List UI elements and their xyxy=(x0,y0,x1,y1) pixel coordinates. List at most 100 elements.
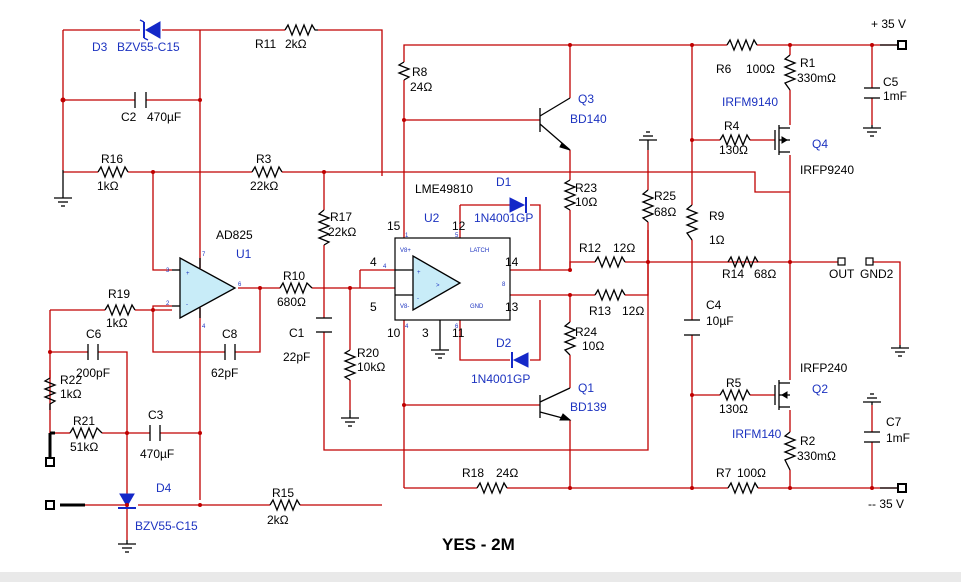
u2-pin-4b: 4 xyxy=(405,324,409,330)
r16-ref: R16 xyxy=(101,152,123,166)
u2-plus: + xyxy=(417,270,421,276)
terminal-out[interactable] xyxy=(837,257,846,266)
r18-ref: R18 xyxy=(462,466,484,480)
u2-pin-12: 12 xyxy=(452,219,466,233)
u1-part: AD825 xyxy=(216,228,253,242)
out-label: OUT xyxy=(829,267,855,281)
capacitor-c2 xyxy=(134,92,147,108)
r1-ref: R1 xyxy=(800,56,816,70)
terminal-neg-supply[interactable] xyxy=(880,483,907,493)
q1-value: BD139 xyxy=(570,400,607,414)
diodes xyxy=(118,19,529,509)
transistor-q3 xyxy=(539,97,571,151)
r7-value: 100Ω xyxy=(737,466,766,480)
r3-ref: R3 xyxy=(256,152,272,166)
capacitor-c3 xyxy=(149,425,161,441)
q2-mosfet-type: IRFP240 xyxy=(800,361,848,375)
c8-value: 62pF xyxy=(211,366,238,380)
u1-pin-4: 4 xyxy=(202,324,206,330)
r22-ref: R22 xyxy=(60,373,82,387)
d1-ref: D1 xyxy=(496,175,512,189)
ground-icon xyxy=(863,125,881,137)
r23-ref: R23 xyxy=(575,181,597,195)
resistor-r17 xyxy=(317,209,331,246)
r11-ref: R11 xyxy=(255,37,276,51)
resistor-r7 xyxy=(727,481,759,495)
resistor-r11 xyxy=(284,23,318,37)
c7-value: 1mF xyxy=(886,431,910,445)
c2-value: 470µF xyxy=(147,110,181,124)
c5-value: 1mF xyxy=(883,89,907,103)
resistor-r24 xyxy=(563,321,577,356)
d3-ref: D3 xyxy=(92,40,108,54)
capacitor-c7 xyxy=(864,431,880,443)
q1-ref: Q1 xyxy=(578,381,594,395)
capacitor-c4 xyxy=(684,319,700,336)
u2-pin-8: 8 xyxy=(502,282,506,288)
ground-icon xyxy=(431,320,449,359)
q4-ref: Q4 xyxy=(812,137,828,151)
pos-supply-label: + 35 V xyxy=(871,17,906,31)
r10-value: 680Ω xyxy=(277,295,306,309)
r19-ref: R19 xyxy=(108,287,130,301)
resistor-r18 xyxy=(476,481,508,495)
terminal-gnd2[interactable] xyxy=(865,257,874,266)
r3-value: 22kΩ xyxy=(250,179,278,193)
resistor-r16 xyxy=(97,165,129,179)
terminal-pos-supply[interactable] xyxy=(880,40,907,50)
r6-value: 100Ω xyxy=(746,62,775,76)
r5-ref: R5 xyxy=(726,376,742,390)
r8-value: 24Ω xyxy=(410,80,432,94)
q2-ref: Q2 xyxy=(812,382,828,396)
c4-ref: C4 xyxy=(706,298,722,312)
r20-value: 10kΩ xyxy=(357,360,385,374)
ground-icon xyxy=(639,131,657,150)
r15-value: 2kΩ xyxy=(267,513,289,527)
resistor-r22 xyxy=(43,377,57,410)
resistor-r21 xyxy=(69,426,103,440)
terminal-input[interactable] xyxy=(45,431,55,467)
resistor-r5 xyxy=(719,388,751,402)
r14-ref: R14 xyxy=(722,267,744,281)
u2-pin-vs-plus: V8+ xyxy=(400,248,411,254)
c5-ref: C5 xyxy=(883,75,899,89)
r1-value: 330mΩ xyxy=(797,71,836,85)
r24-ref: R24 xyxy=(575,325,597,339)
q3-value: BD140 xyxy=(570,112,607,126)
resistor-r2 xyxy=(783,431,797,471)
r7-ref: R7 xyxy=(716,466,732,480)
resistor-r3 xyxy=(251,165,283,179)
ground-icon xyxy=(54,170,72,207)
resistor-r14 xyxy=(727,255,759,269)
r4-value: 130Ω xyxy=(719,143,748,157)
ground-icon xyxy=(863,393,881,405)
u2-part: LME49810 xyxy=(415,182,473,196)
resistor-r19 xyxy=(104,303,136,317)
u2-pin-3: 3 xyxy=(422,326,429,340)
u2-pin-10: 10 xyxy=(387,326,401,340)
terminal-input-gnd[interactable] xyxy=(45,500,85,510)
diode-d2 xyxy=(511,352,529,368)
r12-ref: R12 xyxy=(579,241,601,255)
r6-ref: R6 xyxy=(716,62,732,76)
resistor-r25 xyxy=(641,189,655,223)
u1-pin-6: 6 xyxy=(238,282,242,288)
u2-pin-1: 1 xyxy=(405,233,409,239)
resistor-r9 xyxy=(685,204,699,241)
c3-value: 470µF xyxy=(140,447,174,461)
gnd2-label: GND2 xyxy=(860,267,894,281)
d4-value: BZV55-C15 xyxy=(135,519,198,533)
q2-mosfet-alt: IRFM140 xyxy=(732,427,782,441)
c1-ref: C1 xyxy=(289,326,305,340)
r2-ref: R2 xyxy=(800,434,816,448)
r4-ref: R4 xyxy=(724,119,740,133)
r22-value: 1kΩ xyxy=(60,387,82,401)
r24-value: 10Ω xyxy=(582,339,604,353)
u2-pin-vs-minus: V8- xyxy=(400,304,409,310)
transistor-q1 xyxy=(539,387,572,421)
u2-minus: - xyxy=(417,296,419,302)
r16-value: 1kΩ xyxy=(97,179,119,193)
connectors xyxy=(45,40,907,510)
resistor-r4 xyxy=(719,133,751,147)
opamp-u2: V8+ LATCH V8- GND 1 5 8 6 4 4 + - > xyxy=(383,233,511,330)
